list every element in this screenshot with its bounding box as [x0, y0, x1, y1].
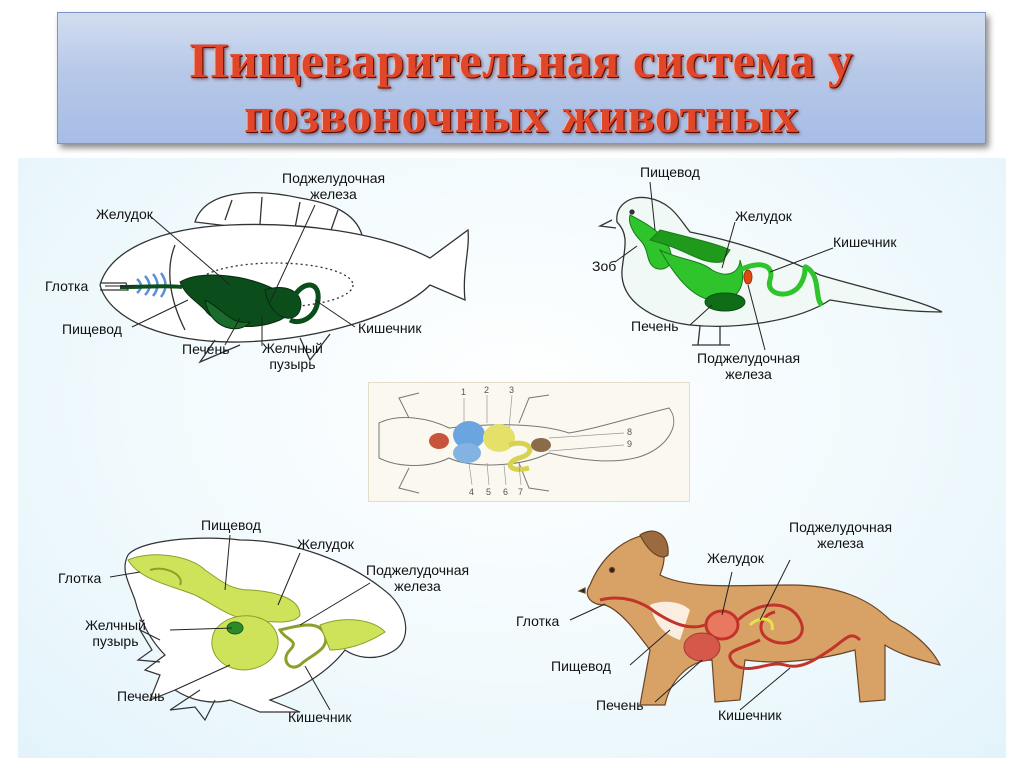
bird-label-stomach: Желудок — [735, 208, 792, 224]
lizard-canvas: 1 2 3 4 5 6 7 8 9 — [378, 385, 675, 497]
fish-label-intestine: Кишечник — [358, 320, 422, 336]
dog-label-pancreas: Поджелудочная железа — [789, 519, 893, 551]
dog-label-pharynx: Глотка — [516, 613, 560, 629]
dog-label-liver: Печень — [596, 697, 644, 713]
frog-label-liver: Печень — [117, 688, 165, 704]
fish-label-pharynx: Глотка — [45, 278, 89, 294]
frog-label-pancreas: Поджелудочная железа — [366, 562, 470, 594]
title-line-1: Пищеварительная система у — [189, 32, 854, 88]
lizard-number: 9 — [627, 439, 632, 449]
bird-label-intestine: Кишечник — [833, 234, 897, 250]
dog-label-intestine: Кишечник — [718, 707, 782, 723]
bird-leader-lines — [614, 181, 834, 351]
bird-digestive-organs — [629, 214, 824, 312]
bird-label-pancreas: Поджелудочная железа — [697, 350, 801, 382]
frog-label-gallbladder: Желчный пузырь — [85, 617, 146, 649]
fish-label-liver: Печень — [182, 341, 230, 357]
lizard-number: 3 — [509, 385, 514, 395]
frog-label-intestine: Кишечник — [288, 709, 352, 725]
lizard-number: 1 — [461, 387, 466, 397]
lizard-number: 8 — [627, 427, 632, 437]
bird-label-crop: Зоб — [592, 258, 617, 274]
lizard-number: 7 — [518, 487, 523, 497]
frog-leader-lines — [109, 534, 371, 711]
dog-digestive-organs — [599, 596, 862, 671]
fish-label-pancreas: Поджелудочная железа — [282, 170, 386, 202]
fish-label-esophagus: Пищевод — [62, 321, 122, 337]
lizard-number: 5 — [486, 487, 491, 497]
bird-label-liver: Печень — [631, 318, 679, 334]
fish-leader-lines — [105, 204, 356, 346]
title-banner: Пищеварительная система у позвоночных жи… — [57, 12, 986, 144]
dog-label-stomach: Желудок — [707, 550, 764, 566]
fish-label-gallbladder: Желчный пузырь — [262, 340, 323, 372]
frog-digestive-organs — [127, 554, 386, 671]
lizard-organs — [429, 421, 551, 472]
frog-label-pharynx: Глотка — [58, 570, 102, 586]
bird-label-esophagus: Пищевод — [640, 164, 700, 180]
fish-illustration — [99, 192, 469, 364]
lizard-numbers: 1 2 3 4 5 6 7 8 9 — [461, 385, 632, 497]
title-line-2: позвоночных животных — [243, 87, 800, 143]
fish-digestive-organs — [119, 274, 321, 330]
frog-label-stomach: Желудок — [297, 536, 354, 552]
lizard-number: 2 — [484, 385, 489, 395]
lizard-number: 4 — [469, 487, 474, 497]
lizard-number: 6 — [503, 487, 508, 497]
dog-label-esophagus: Пищевод — [551, 658, 611, 674]
dog-leader-lines — [569, 559, 791, 711]
lizard-figure: 1 2 3 4 5 6 7 8 9 — [368, 382, 690, 502]
fish-label-stomach: Желудок — [96, 206, 153, 222]
lizard-leader-lines — [463, 394, 625, 486]
frog-label-esophagus: Пищевод — [201, 517, 261, 533]
